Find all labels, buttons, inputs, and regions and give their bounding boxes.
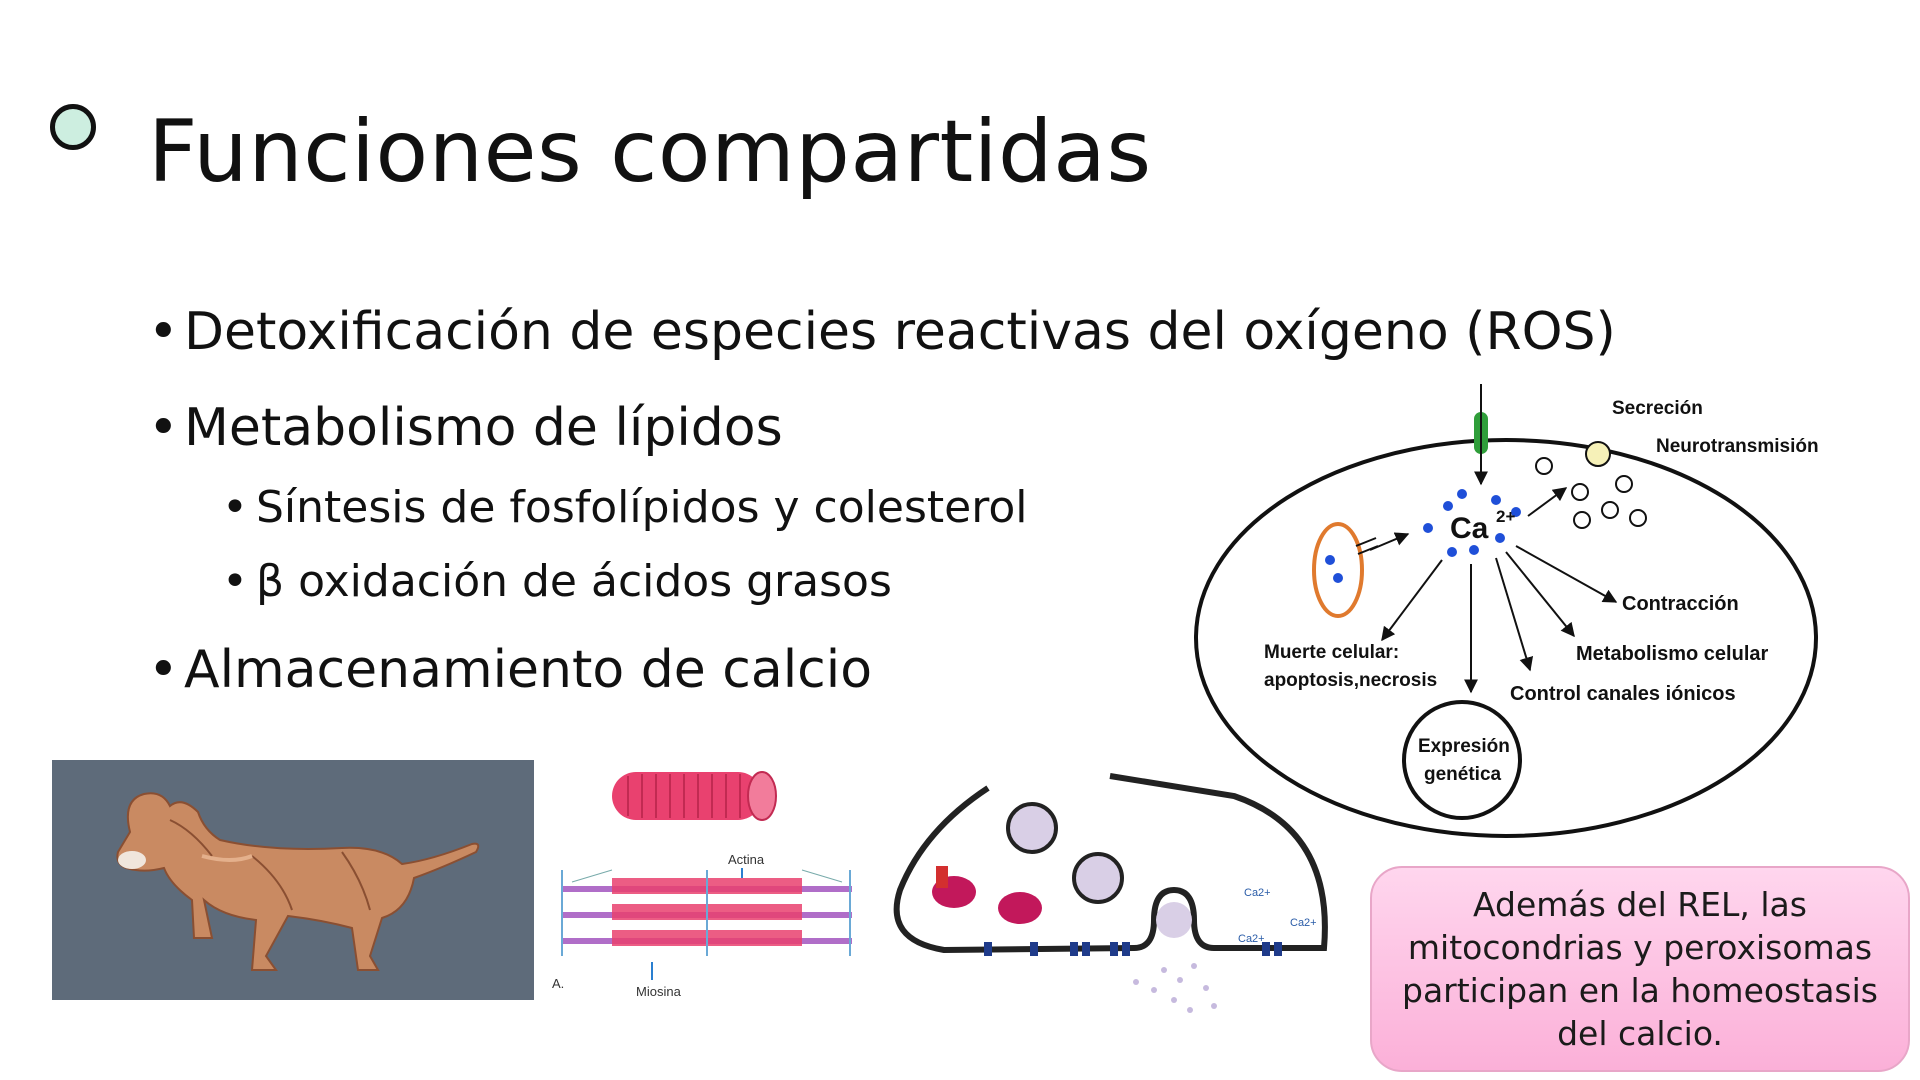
calcium-channel: [936, 866, 948, 888]
expresion-label: Expresión: [1418, 736, 1510, 757]
neurotransmitter-cloud: [1133, 963, 1217, 1013]
sarcomere-filaments: [561, 870, 852, 956]
bullet-calcio: Almacenamiento de calcio: [148, 640, 872, 700]
neurotransmision-label: Neurotransmisión: [1656, 436, 1819, 457]
bullet-calcio-text: Almacenamiento de calcio: [184, 640, 873, 700]
contraccion-label: Contracción: [1622, 593, 1739, 615]
control-canales-label: Control canales iónicos: [1510, 683, 1736, 705]
miosina-label: Miosina: [636, 984, 682, 999]
calcium-ion-dots: [1325, 489, 1521, 583]
panel-label: A.: [552, 976, 564, 991]
callout-text: Además del REL, las mitocondrias y perox…: [1402, 885, 1878, 1053]
vesicle-fusing: [1156, 902, 1192, 938]
sub-bullet-sintesis-text: Síntesis de fosfolípidos y colesterol: [256, 482, 1028, 533]
membrane-channels: [984, 942, 1282, 956]
calcium-ion-label: Ca: [1450, 512, 1489, 545]
secrecion-label: Secreción: [1612, 398, 1703, 419]
title-bullet-icon: [50, 104, 96, 150]
vesicle-2: [1072, 852, 1124, 904]
metabolismo-label: Metabolismo celular: [1576, 643, 1768, 665]
ca-label-2: Ca2+: [1290, 917, 1317, 929]
organelle-store: [1312, 522, 1364, 618]
actina-label: Actina: [728, 852, 765, 867]
ca-label-1: Ca2+: [1244, 887, 1271, 899]
secretory-vesicles: [1535, 441, 1647, 529]
expresion-circle: [1402, 700, 1522, 820]
sub-bullet-sintesis: Síntesis de fosfolípidos y colesterol: [222, 482, 1027, 533]
bullet-lipidos-text: Metabolismo de lípidos: [184, 398, 783, 458]
calcium-callout: Además del REL, las mitocondrias y perox…: [1370, 866, 1910, 1072]
muerte-celular-label: Muerte celular:: [1264, 642, 1399, 663]
ca-label-3: Ca2+: [1238, 933, 1265, 945]
genetica-label: genética: [1424, 764, 1502, 785]
dog-illustration: [116, 792, 480, 971]
slide-title: Funciones compartidas: [148, 102, 1152, 202]
cell-membrane: [1194, 438, 1818, 838]
bullet-lipidos: Metabolismo de lípidos: [148, 398, 783, 458]
synapse-membrane: [893, 773, 1328, 954]
myofibril-cylinder: [612, 771, 777, 821]
calcium-cell-diagram: Ca 2+ Secreción Neurotransmisión Contrac…: [1180, 380, 1840, 842]
synapse-figure: Ca2+ Ca2+ Ca2+: [884, 770, 1330, 1036]
mitochondrion-2: [998, 892, 1042, 924]
calcium-charge-label: 2+: [1496, 507, 1515, 526]
muscle-sarcomere-figure: Actina Miosina A.: [552, 766, 852, 1002]
apoptosis-label: apoptosis,necrosis: [1264, 670, 1437, 691]
sub-bullet-beta-oxidacion-text: β oxidación de ácidos grasos: [256, 556, 892, 607]
bullet-ros: Detoxificación de especies reactivas del…: [148, 302, 1616, 362]
vesicle-1: [1006, 802, 1058, 854]
bullet-ros-text: Detoxificación de especies reactivas del…: [184, 302, 1616, 362]
sub-bullet-beta-oxidacion: β oxidación de ácidos grasos: [222, 556, 892, 607]
dog-muscle-image: [52, 760, 534, 1000]
